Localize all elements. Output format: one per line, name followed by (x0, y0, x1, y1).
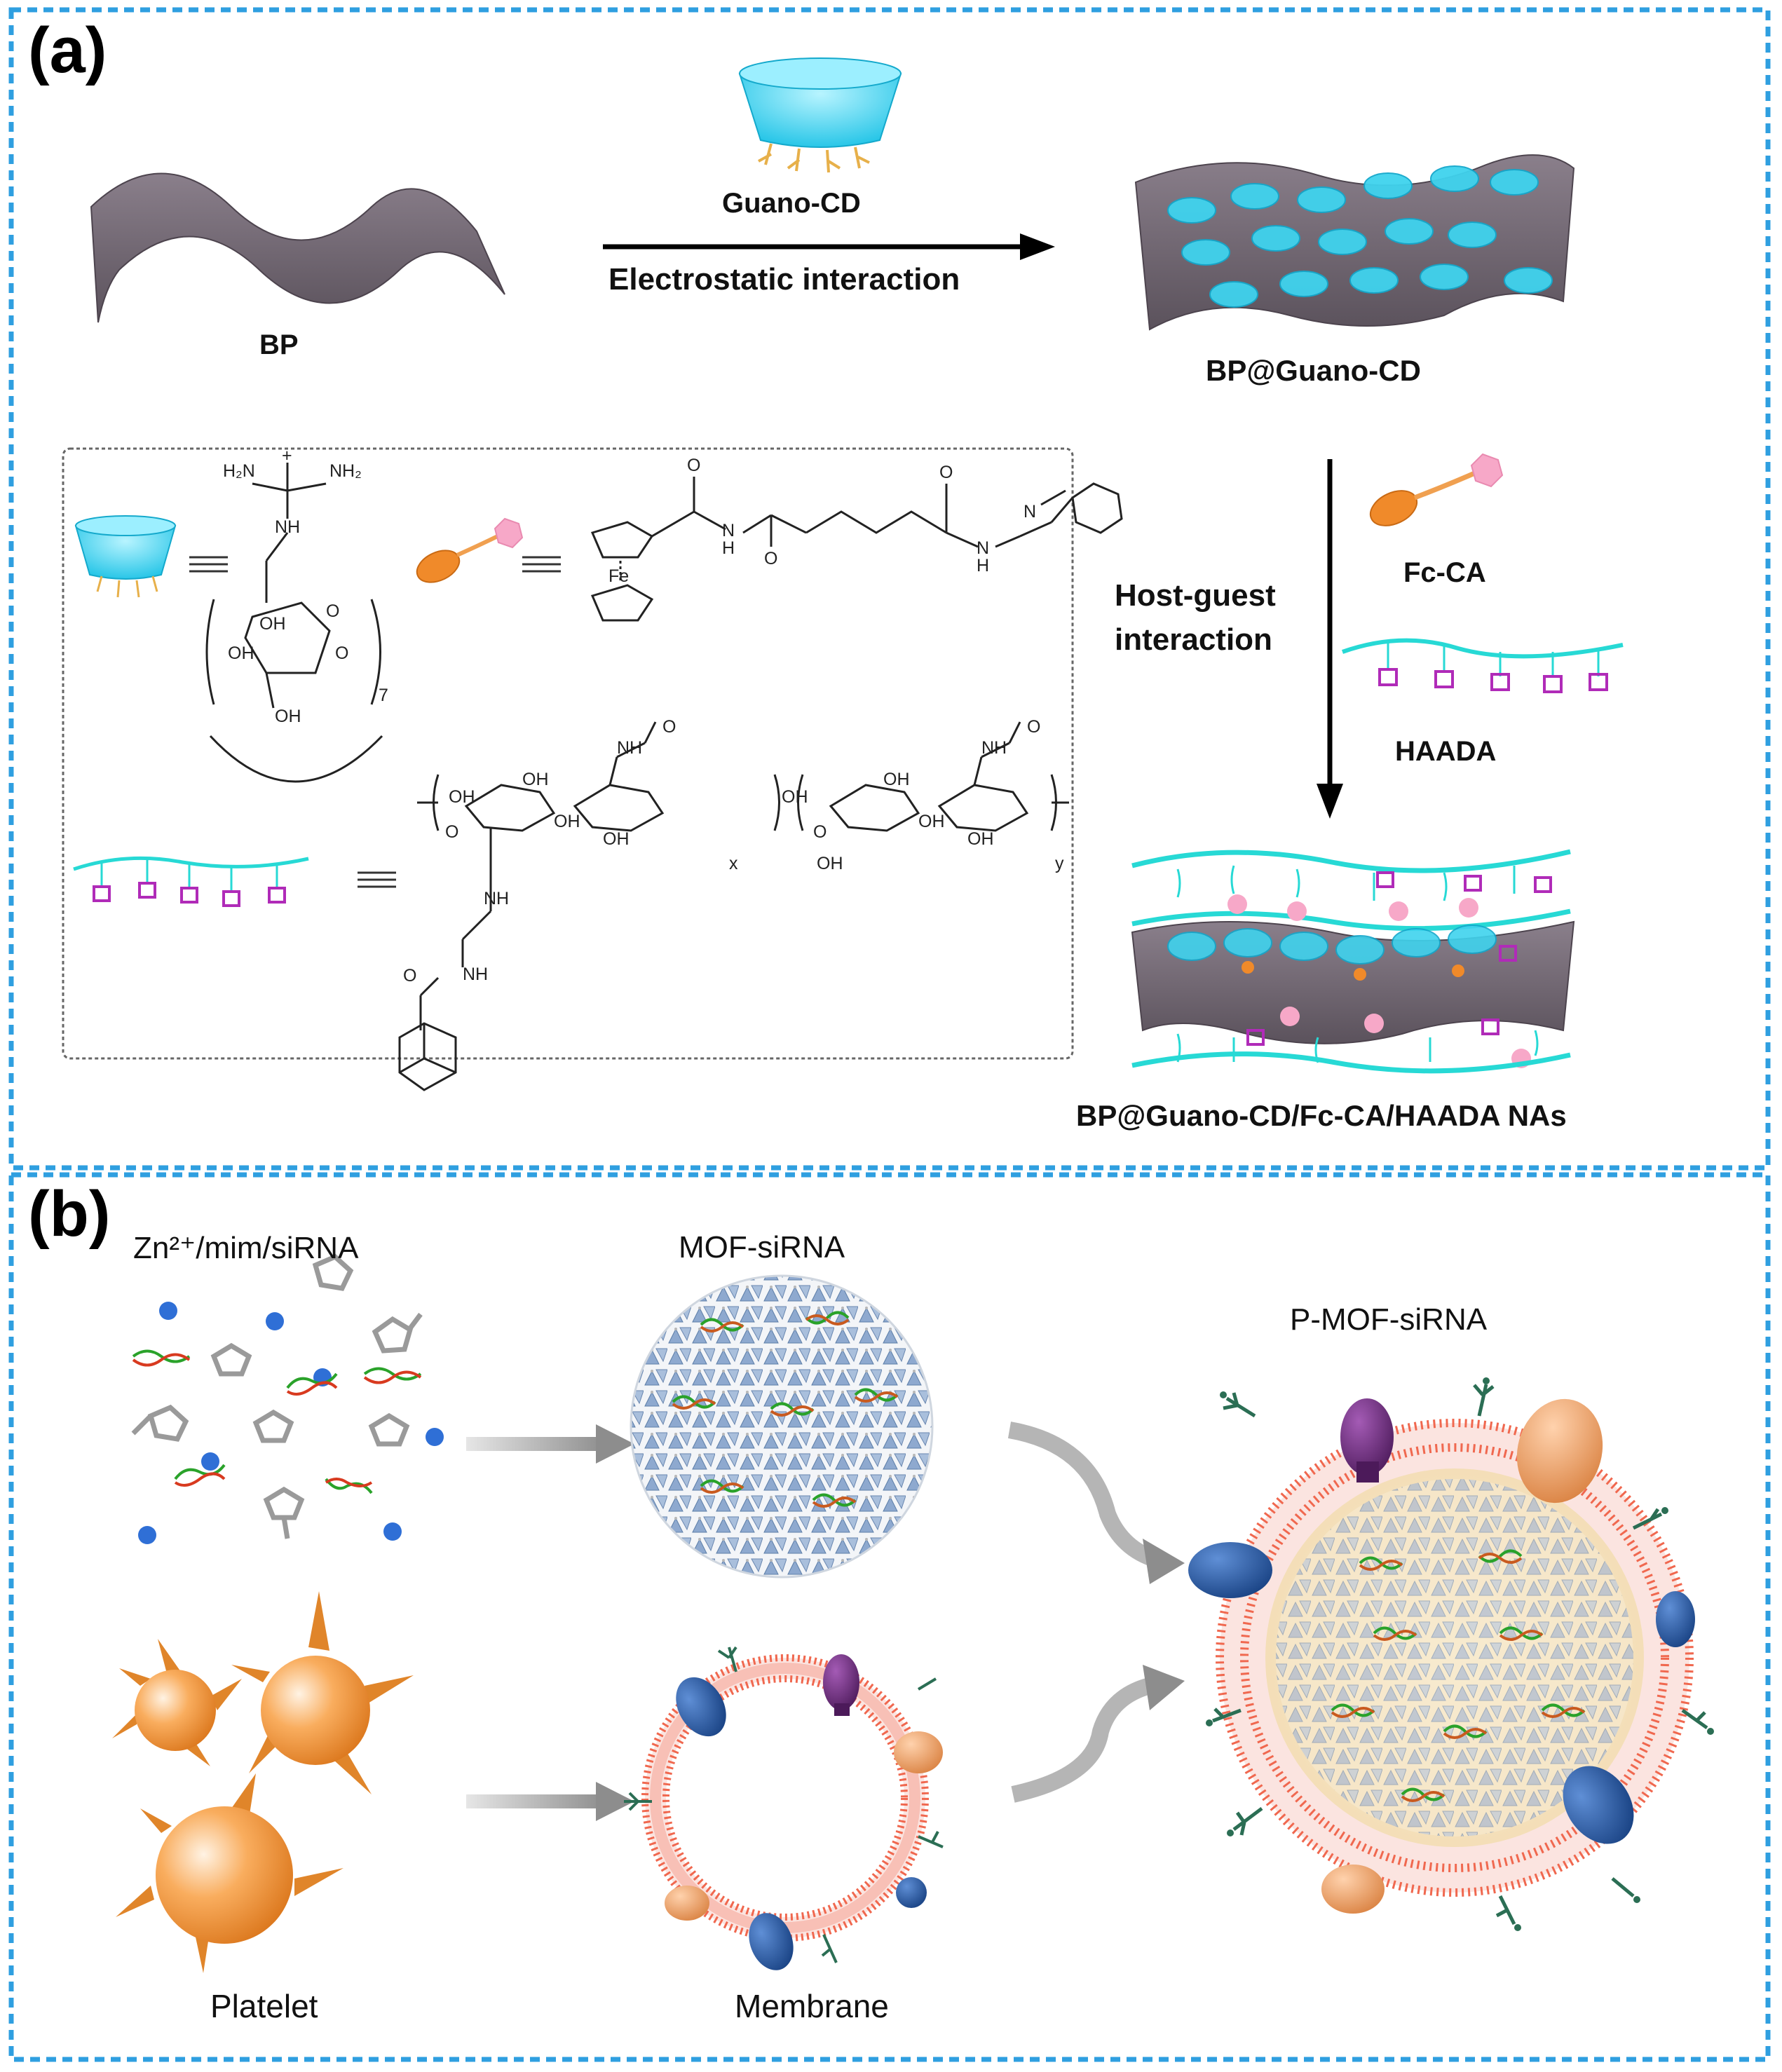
chem-o-ha3: O (813, 822, 827, 842)
guano-cd-label: Guano-CD (722, 188, 861, 219)
gray-arrow-1 (466, 1424, 634, 1464)
chem-nh2: NH₂ (329, 461, 362, 481)
arrow-electrostatic (603, 233, 1055, 260)
host-guest-label-2: interaction (1115, 622, 1272, 657)
bp-guano-cd-sheet (1134, 154, 1575, 331)
platelets (112, 1591, 414, 1973)
panel-b-frame (8, 1172, 1771, 2062)
chem-nh-guano: NH (275, 517, 300, 537)
p-mof-sirna-label: P-MOF-siRNA (1290, 1302, 1488, 1337)
chem-subx: x (729, 854, 738, 873)
chem-o-fc2: O (764, 549, 777, 568)
bp-guano-cd-label: BP@Guano-CD (1206, 354, 1421, 387)
chem-h2n: H₂N (223, 461, 255, 481)
gray-arrow-2 (466, 1782, 634, 1821)
curved-arrow-top (1007, 1422, 1185, 1584)
panel-a-frame (8, 7, 1771, 1171)
chem-suby: y (1055, 854, 1064, 873)
curved-arrow-bottom (1011, 1665, 1185, 1803)
fc-ca-icon (1369, 453, 1504, 526)
chem-nh-ha4: NH (463, 965, 488, 984)
chem-oh-ha6: OH (883, 770, 910, 789)
chem-fe: Fe (608, 566, 629, 586)
chem-oh-ha9: OH (817, 854, 843, 873)
legend-haada-icon (73, 856, 309, 907)
chem-o-ha1: O (445, 822, 458, 842)
chem-oh-ha2: OH (522, 770, 549, 789)
fc-ca-label: Fc-CA (1403, 557, 1486, 588)
bp-label: BP (259, 329, 299, 360)
chem-nh-ha1: NH (617, 738, 642, 758)
chem-o-fc1: O (687, 456, 700, 475)
chem-o-ha2: O (662, 717, 676, 737)
guano-cd-structure (205, 463, 383, 783)
guano-cd-icon (738, 57, 902, 173)
chem-o-ha5: O (403, 966, 416, 986)
host-guest-label-1: Host-guest (1115, 578, 1276, 613)
haada-icon (1342, 638, 1624, 693)
platelet-label: Platelet (210, 1988, 318, 2024)
chem-oh-ha1: OH (449, 787, 475, 807)
chem-oh-ha5: OH (782, 787, 808, 807)
chem-nh-ha3: NH (484, 889, 509, 908)
arrow-host-guest (1317, 459, 1343, 819)
chem-nh-ha2: NH (981, 738, 1007, 758)
membrane-label: Membrane (735, 1988, 889, 2024)
chem-o-cd-link: O (335, 643, 348, 663)
mof-sirna-particle (630, 1274, 934, 1579)
chem-oh-ha4: OH (603, 829, 630, 849)
chem-h-fc2: H (977, 556, 989, 575)
chem-o-fc3: O (939, 463, 953, 482)
fc-ca-structure (590, 477, 1123, 622)
legend-equal-3 (358, 871, 396, 888)
chem-oh-ha8: OH (967, 829, 994, 849)
final-nanoassembly (1131, 849, 1575, 1074)
p-mof-sirna-particle (1188, 1377, 1714, 1931)
bp-sheet (90, 172, 505, 323)
final-product-label: BP@Guano-CD/Fc-CA/HAADA NAs (1076, 1099, 1567, 1132)
electrostatic-label: Electrostatic interaction (608, 262, 960, 297)
chem-oh-ha7: OH (918, 812, 945, 831)
legend-equal-2 (522, 556, 561, 573)
chem-oh-cd3: OH (275, 707, 301, 726)
chem-plus: + (282, 446, 292, 465)
chem-o-ha4: O (1027, 717, 1040, 737)
mof-sirna-label: MOF-siRNA (679, 1230, 845, 1265)
chem-n-fc2: N (977, 538, 989, 558)
chem-oh-ha3: OH (554, 812, 580, 831)
legend-cd-icon (74, 515, 177, 598)
chem-oh-cd2: OH (228, 643, 254, 663)
legend-equal-1 (189, 556, 228, 573)
zn-mim-sirna-mixture (131, 1253, 444, 1544)
chem-sub7: 7 (379, 686, 388, 705)
chem-n-fc1: N (722, 521, 735, 540)
legend-box (62, 447, 1074, 1060)
membrane-vesicle (624, 1646, 944, 1970)
chem-n-fc3: N (1023, 502, 1036, 522)
haada-label: HAADA (1395, 736, 1497, 767)
zn-mim-sirna-label: Zn²⁺/mim/siRNA (133, 1231, 359, 1265)
haada-structure (398, 721, 1069, 1091)
chem-o-cd: O (326, 601, 339, 621)
chem-h-fc1: H (722, 538, 735, 558)
legend-fc-ca-icon (416, 517, 524, 583)
chem-oh-cd1: OH (259, 614, 286, 634)
panel-a-tag: (a) (28, 15, 107, 86)
panel-b-tag: (b) (28, 1178, 111, 1250)
